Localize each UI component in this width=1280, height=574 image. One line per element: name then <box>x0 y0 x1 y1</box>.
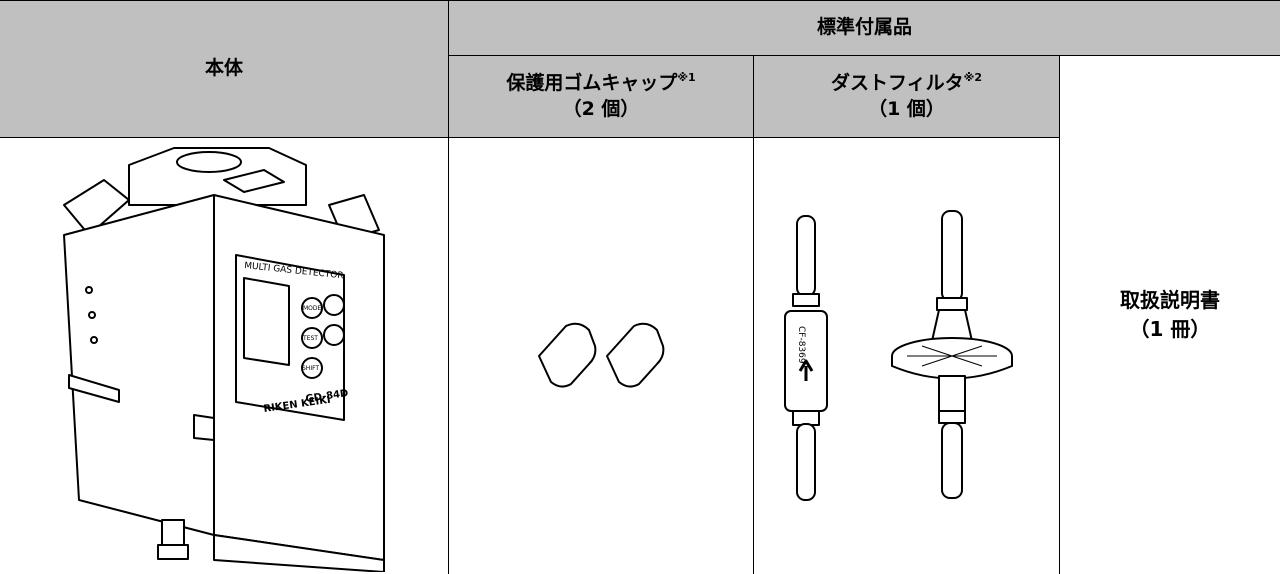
manual-name: 取扱説明書 <box>1120 288 1220 312</box>
gas-detector-illustration: MULTI GAS DETECTOR RIKEN KEIKI GD-84D MO… <box>63 147 385 572</box>
body-header: 本体 <box>0 0 448 137</box>
dust-filter-note: ※2 <box>963 70 982 84</box>
rubber-cap-note: ※1 <box>677 70 696 84</box>
rubber-cap-qty: （2 個） <box>562 97 640 120</box>
manual-qty: （1 冊） <box>1129 317 1211 341</box>
manual-cell: 取扱説明書 （1 冊） <box>1060 56 1280 574</box>
button-label-mode: MODE <box>303 305 322 312</box>
rubber-cap-name: 保護用ゴムキャップ <box>506 71 678 94</box>
dust-filter-header: ダストフィルタ※2 （1 個） <box>754 56 1059 137</box>
accessories-header: 標準付属品 <box>449 0 1280 55</box>
body-header-label: 本体 <box>204 56 243 79</box>
button-label-shift: SHIFT <box>302 365 319 372</box>
rubber-cap-illustration <box>538 322 665 388</box>
dust-filter-illustration: CF-8369 <box>783 210 1013 501</box>
accessories-header-label: 標準付属品 <box>816 15 912 38</box>
device-cell: MULTI GAS DETECTOR RIKEN KEIKI GD-84D MO… <box>0 138 448 574</box>
header-bottom-border <box>0 137 1059 138</box>
dust-filter-cell: CF-8369 <box>754 138 1059 574</box>
rubber-cap-cell <box>449 138 753 574</box>
dust-filter-name: ダストフィルタ <box>831 71 964 94</box>
col-border-2 <box>753 56 754 574</box>
dust-filter-label: CF-8369 <box>796 326 806 364</box>
button-label-test: TEST <box>302 335 318 342</box>
dust-filter-qty: （1 個） <box>868 97 945 120</box>
rubber-cap-header: 保護用ゴムキャップ※1 （2 個） <box>449 56 753 137</box>
top-border <box>0 0 1280 1</box>
header-divider <box>449 55 1280 56</box>
col-border-3 <box>1059 56 1060 574</box>
col-border-1 <box>448 0 449 574</box>
